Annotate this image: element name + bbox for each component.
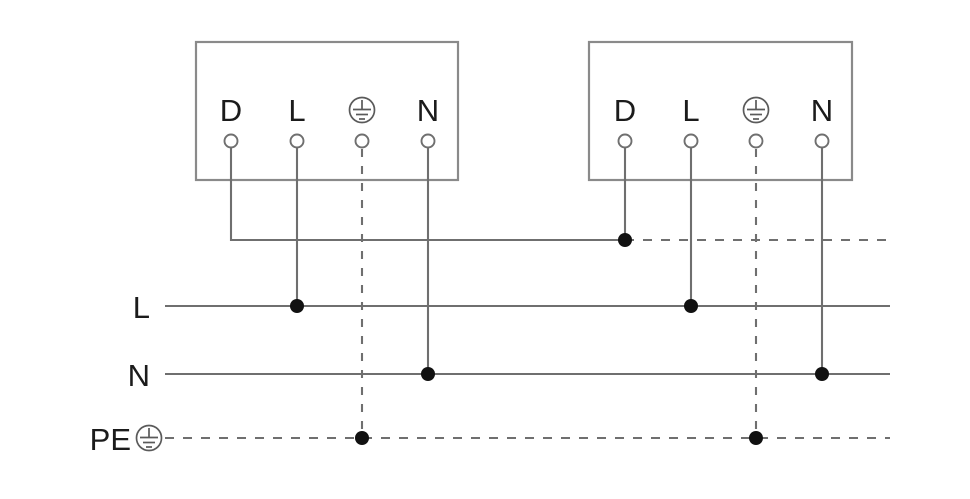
device-2-terminal-l-label: L <box>682 93 699 128</box>
device-2-terminal-n[interactable]: N <box>811 93 833 149</box>
junction-device-2-l <box>684 299 698 313</box>
device-2-terminal-n-label: N <box>811 93 833 128</box>
device-1: D L N <box>194 40 460 182</box>
junction-device-2-n <box>815 367 829 381</box>
junction-device-1-n <box>421 367 435 381</box>
earth-icon <box>348 96 376 124</box>
bus-l-label: L <box>133 290 150 325</box>
junction-device-2-pe <box>749 431 763 445</box>
wire-device-1-d <box>229 147 625 242</box>
device-1-terminal-l-label: L <box>288 93 305 128</box>
device-2-terminal-pe-contact[interactable] <box>748 133 764 149</box>
device-1-terminal-d-contact[interactable] <box>223 133 239 149</box>
bus-pe-label: PE <box>90 422 131 457</box>
device-1-terminal-l[interactable]: L <box>288 93 306 149</box>
device-2-enclosure <box>587 40 854 182</box>
device-2-terminal-l[interactable]: L <box>682 93 700 149</box>
earth-icon <box>135 424 163 452</box>
device-2-terminal-d-contact[interactable] <box>617 133 633 149</box>
device-1-terminal-pe[interactable] <box>348 96 376 149</box>
device-1-terminal-n[interactable]: N <box>417 93 439 149</box>
device-2-terminal-n-contact[interactable] <box>814 133 830 149</box>
junction-device-1-pe <box>355 431 369 445</box>
junction-device-1-l <box>290 299 304 313</box>
device-1-terminal-n-label: N <box>417 93 439 128</box>
device-2-terminal-l-contact[interactable] <box>683 133 699 149</box>
device-1-terminal-pe-contact[interactable] <box>354 133 370 149</box>
junction-device-2-d <box>618 233 632 247</box>
bus-n-label: N <box>128 358 150 393</box>
device-1-terminal-n-contact[interactable] <box>420 133 436 149</box>
device-2-terminal-pe[interactable] <box>742 96 770 149</box>
device-2-terminal-d-label: D <box>614 93 636 128</box>
device-1-enclosure <box>194 40 460 182</box>
device-1-terminal-l-contact[interactable] <box>289 133 305 149</box>
device-2: D L N <box>587 40 854 182</box>
earth-icon <box>742 96 770 124</box>
device-1-terminal-d-label: D <box>220 93 242 128</box>
